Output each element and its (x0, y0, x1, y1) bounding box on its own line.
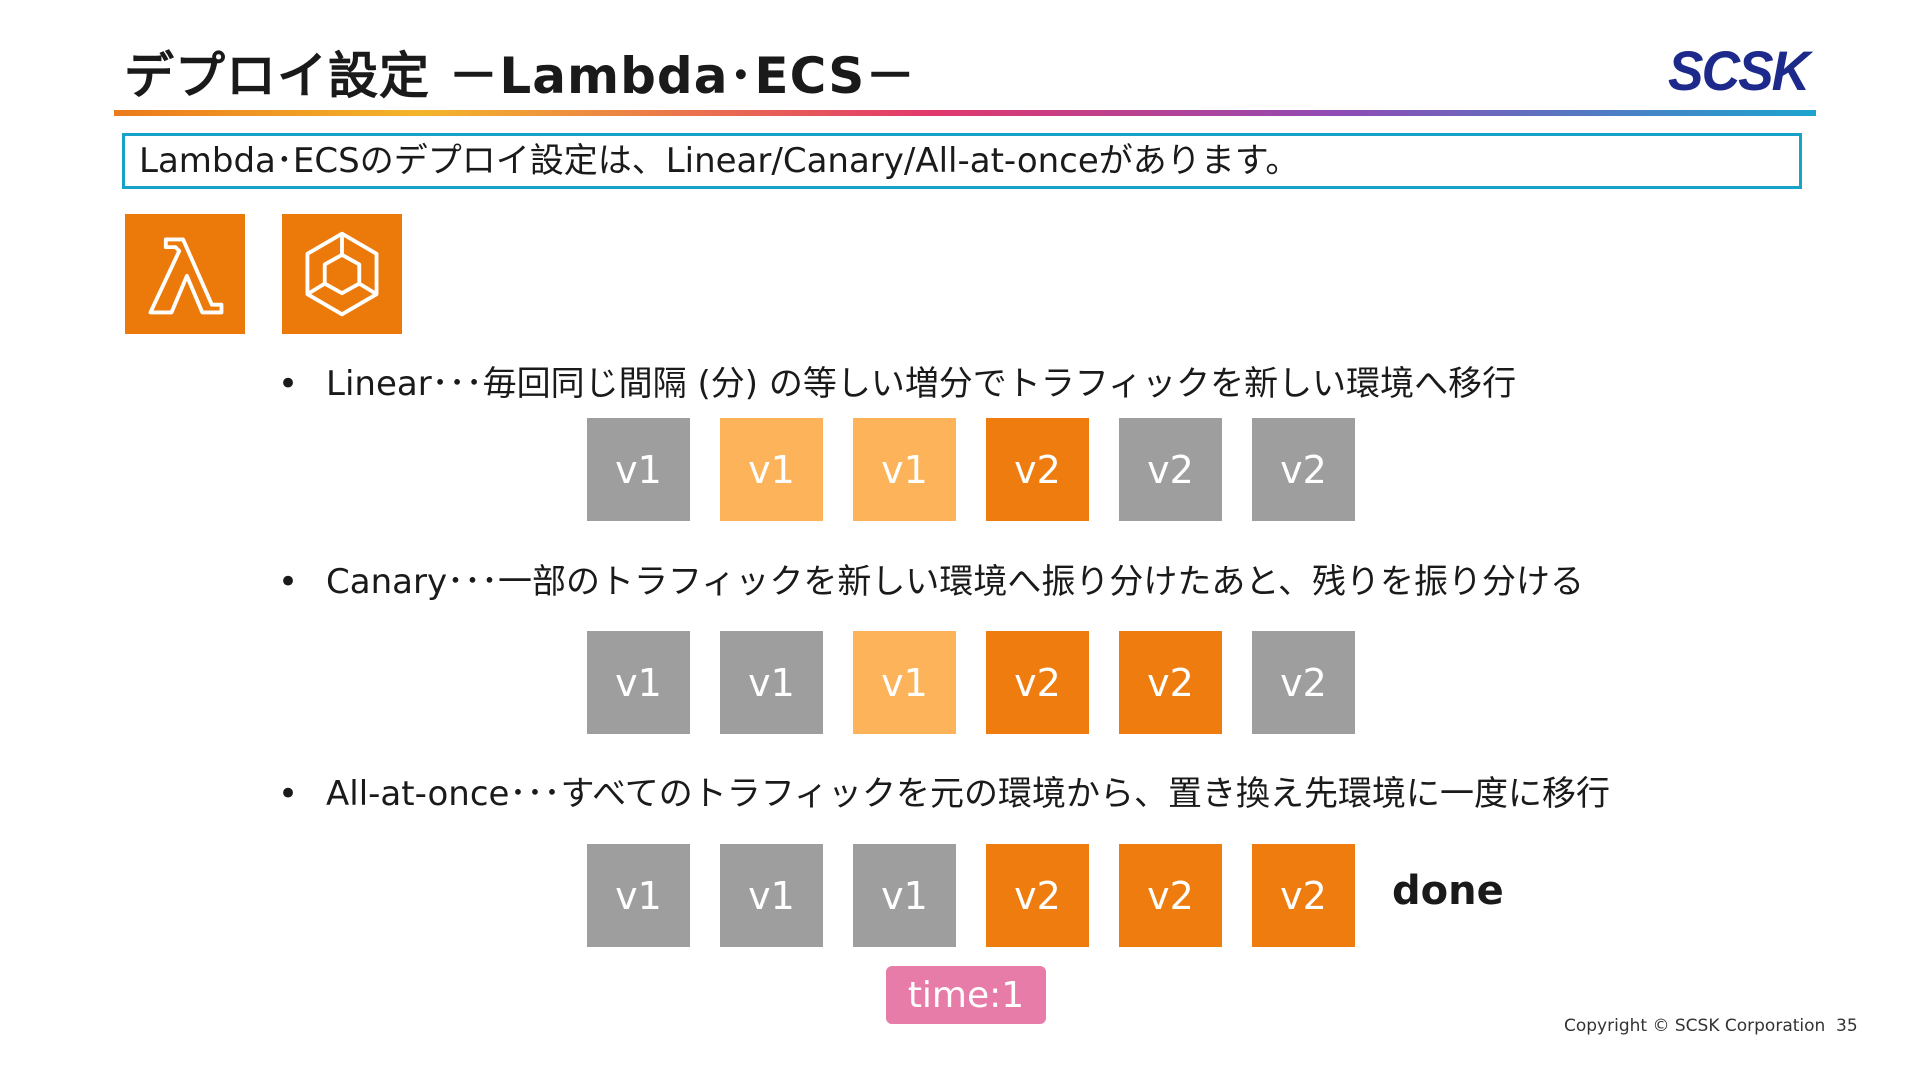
bullet-dot: • (278, 364, 299, 404)
ecs-icon (282, 214, 402, 334)
bullet-all-at-once: • All-at-once･･･すべてのトラフィックを元の環境から、置き換え先環境… (278, 766, 1610, 815)
bullet-dot: • (278, 774, 299, 814)
bullet-canary: • Canary･･･一部のトラフィックを新しい環境へ振り分けたあと、残りを振り分… (278, 554, 1584, 603)
traffic-box: v1 (587, 631, 690, 734)
traffic-box: v2 (1119, 844, 1222, 947)
title-divider (114, 110, 1816, 116)
traffic-box: v1 (853, 844, 956, 947)
traffic-box: v1 (720, 631, 823, 734)
scsk-logo: SCSK (1668, 39, 1810, 102)
bullet-dot: • (278, 562, 299, 602)
page-title: デプロイ設定 －Lambda･ECS－ (124, 47, 917, 105)
time-badge: time:1 (886, 966, 1046, 1024)
traffic-box: v2 (986, 844, 1089, 947)
traffic-box: v1 (587, 844, 690, 947)
traffic-box: v2 (1252, 844, 1355, 947)
page-number: 35 (1836, 1016, 1858, 1036)
traffic-box: v1 (587, 418, 690, 521)
copyright-text: Copyright © SCSK Corporation (1564, 1016, 1826, 1036)
bullet-linear: • Linear･･･毎回同じ間隔 (分) の等しい増分でトラフィックを新しい環境… (278, 356, 1516, 405)
traffic-box: v2 (1119, 631, 1222, 734)
lambda-icon (125, 214, 245, 334)
traffic-box: v2 (1252, 631, 1355, 734)
traffic-box: v1 (720, 844, 823, 947)
traffic-box: v2 (1119, 418, 1222, 521)
traffic-box: v1 (720, 418, 823, 521)
traffic-box: v1 (853, 631, 956, 734)
traffic-box: v1 (853, 418, 956, 521)
summary-box: Lambda･ECSのデプロイ設定は、Linear/Canary/All-at-… (122, 133, 1802, 189)
bullet-all-at-once-text: All-at-once･･･すべてのトラフィックを元の環境から、置き換え先環境に… (326, 774, 1611, 814)
traffic-box: v2 (1252, 418, 1355, 521)
bullet-canary-text: Canary･･･一部のトラフィックを新しい環境へ振り分けたあと、残りを振り分け… (326, 562, 1585, 602)
done-label: done (1392, 868, 1504, 914)
bullet-linear-text: Linear･･･毎回同じ間隔 (分) の等しい増分でトラフィックを新しい環境へ… (326, 364, 1517, 404)
traffic-box: v2 (986, 631, 1089, 734)
traffic-box: v2 (986, 418, 1089, 521)
